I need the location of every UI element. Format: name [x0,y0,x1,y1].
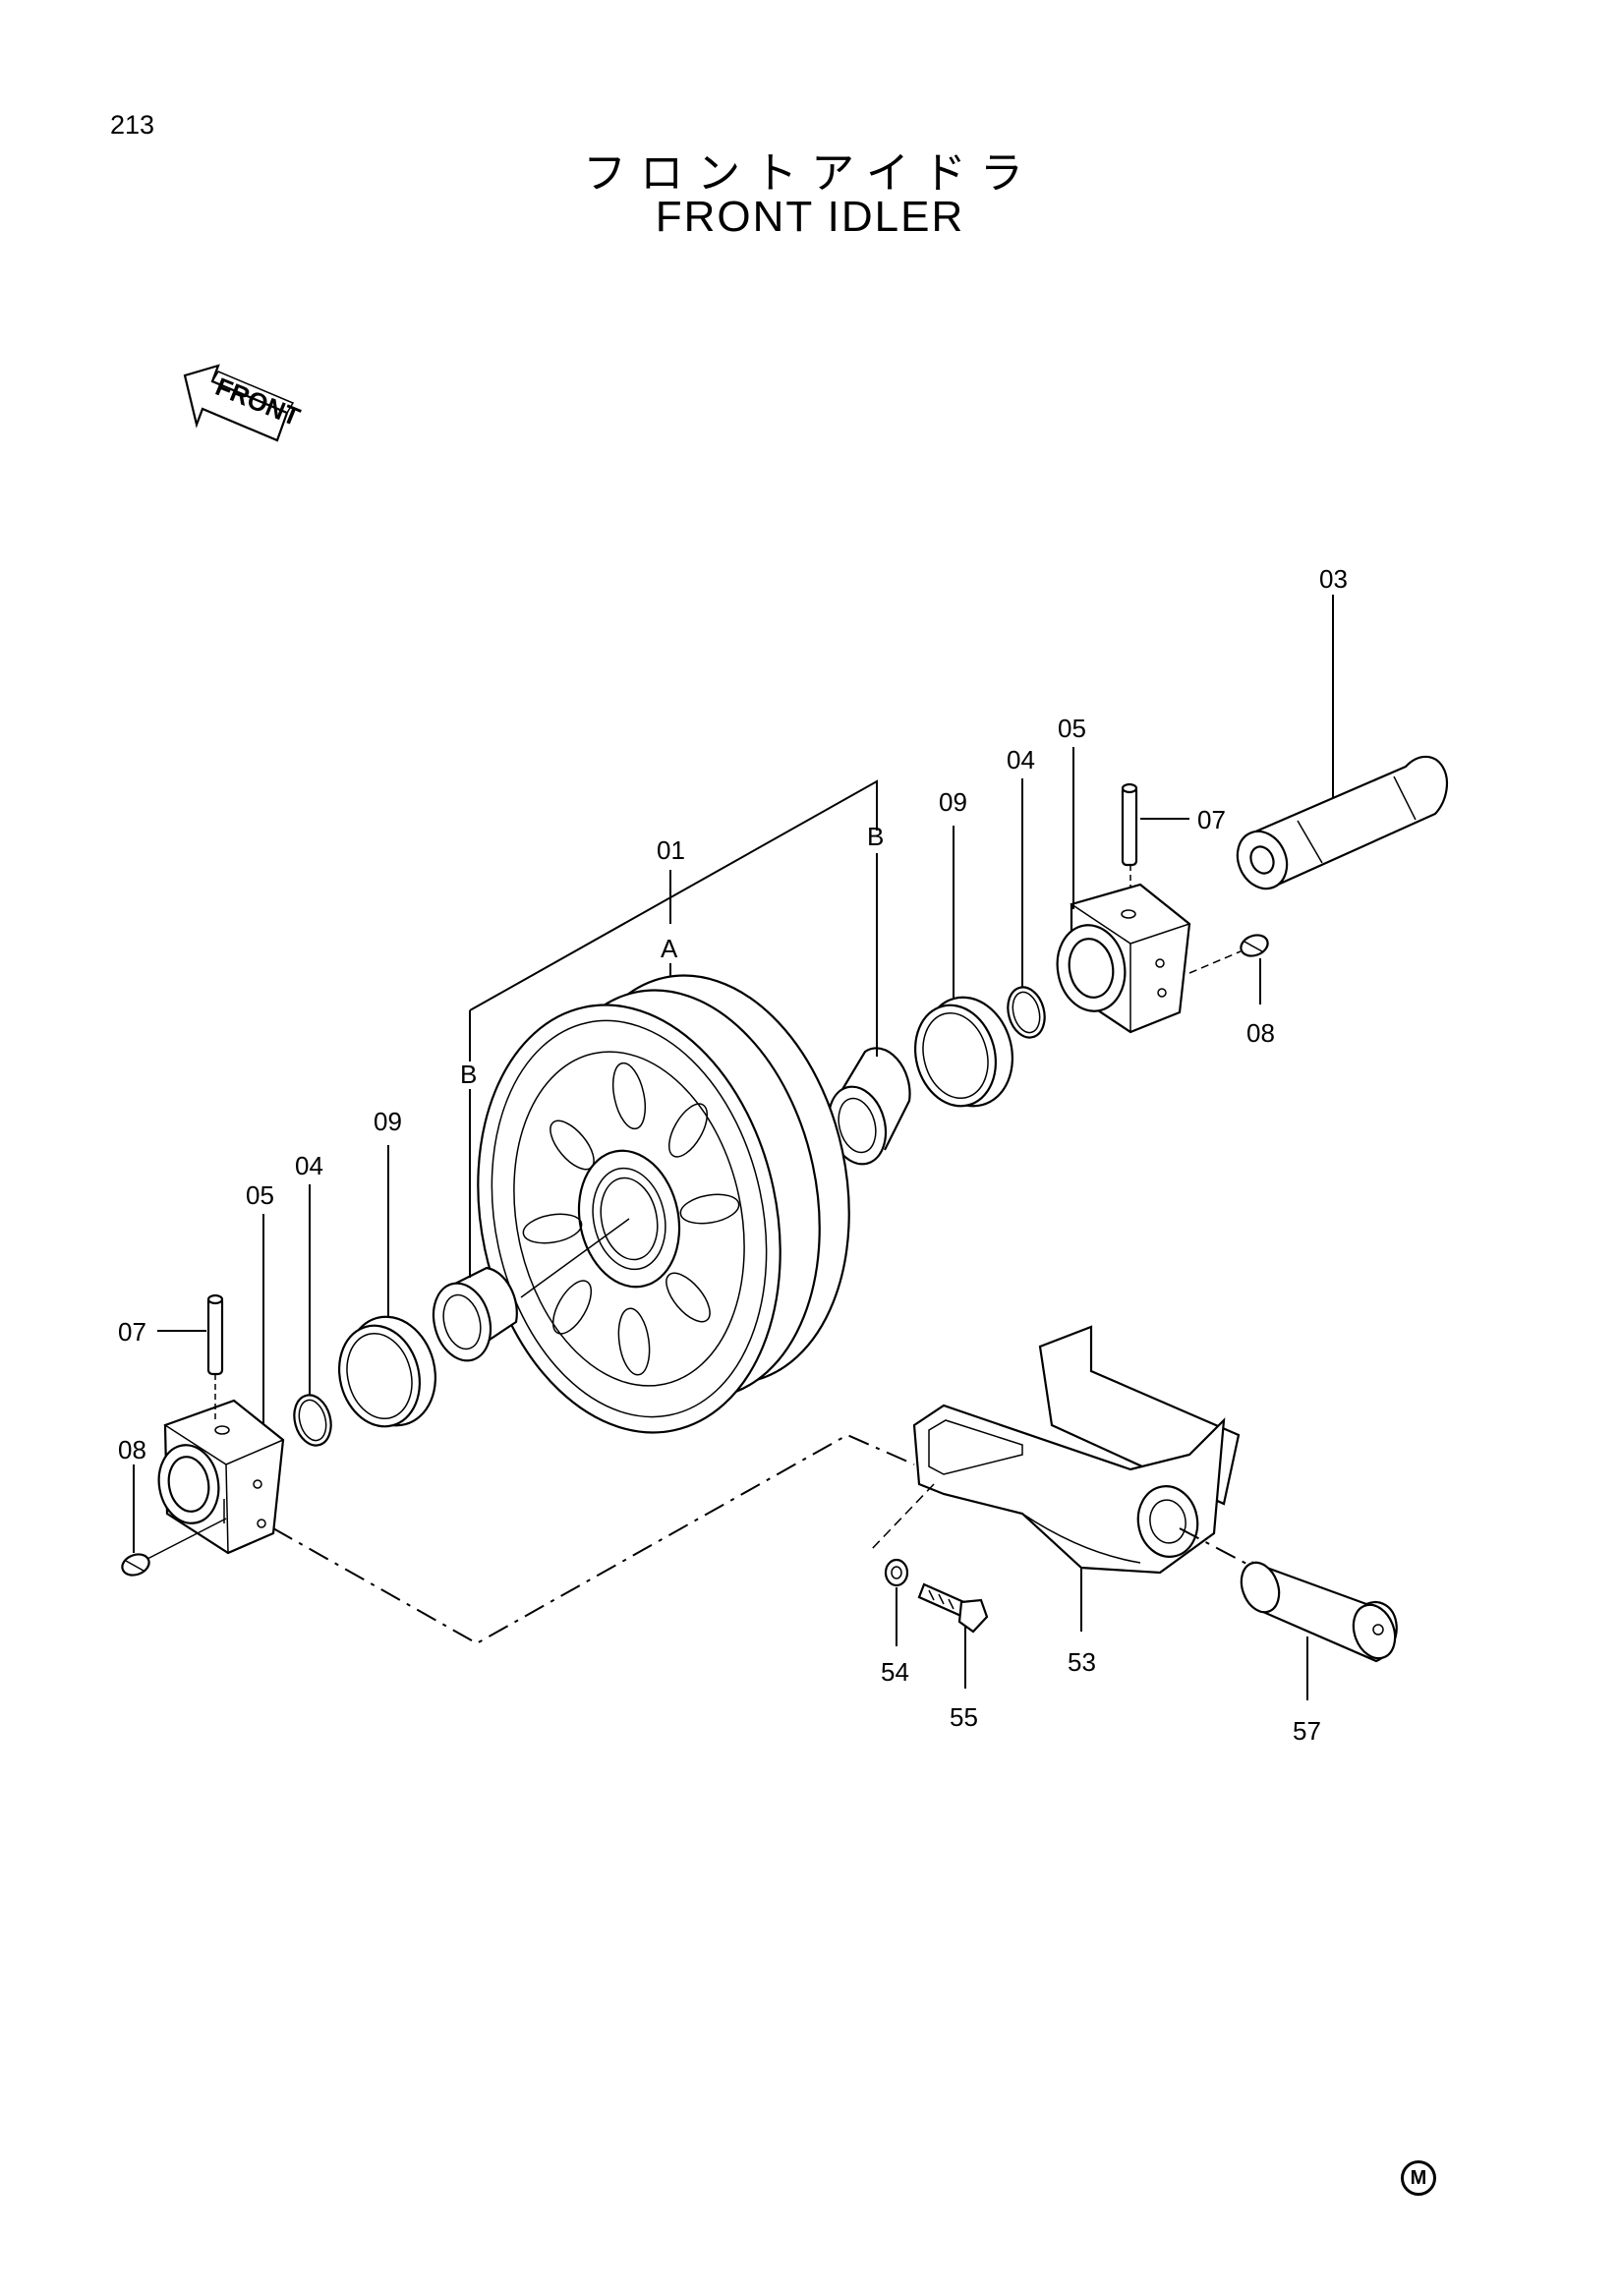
part-53-bracket [912,1325,1241,1575]
callout-01: 01 [657,835,685,865]
callout-04-right: 04 [1007,745,1035,775]
callout-05-right: 05 [1058,714,1086,743]
part-09-seal-left [337,1315,437,1428]
part-07-pin-right [1121,782,1138,867]
part-03-pin [1236,755,1449,890]
bushing-b-left [432,1266,518,1362]
part-04-oring-left [293,1394,332,1447]
callout-55: 55 [950,1702,978,1732]
callout-09-left: 09 [374,1107,402,1136]
part-01-idler-wheel [477,974,850,1434]
part-04-oring-right [1007,986,1046,1039]
callout-04-left: 04 [295,1151,323,1180]
callout-07-right: 07 [1197,805,1226,834]
front-direction-arrow: FRONT [183,364,305,442]
callout-07-left: 07 [118,1317,146,1347]
part-57-pin [1240,1561,1398,1663]
callout-09-right: 09 [939,787,967,817]
title-english: FRONT IDLER [655,193,965,241]
part-07-pin-left [206,1293,224,1376]
part-09-seal-right [913,996,1014,1108]
callout-b-right: B [867,822,884,851]
callout-a: A [661,934,678,963]
part-05-housing-right [1056,883,1191,1034]
callout-03: 03 [1319,564,1348,594]
callout-54: 54 [881,1657,909,1687]
part-08-plug-left [121,1553,150,1577]
part-54-washer [884,1558,909,1587]
callout-08-right: 08 [1246,1018,1275,1048]
callout-53: 53 [1068,1647,1096,1677]
part-55-bolt [917,1582,989,1634]
callout-b-left: B [460,1060,477,1089]
title-japanese: フロントアイドラ [583,148,1037,199]
callout-57: 57 [1293,1716,1321,1746]
part-08-plug-right [1240,934,1269,957]
callout-05-left: 05 [246,1180,274,1210]
corner-m-mark: M [1401,2160,1436,2196]
page-number: 213 [110,110,155,140]
callout-08-left: 08 [118,1435,146,1464]
